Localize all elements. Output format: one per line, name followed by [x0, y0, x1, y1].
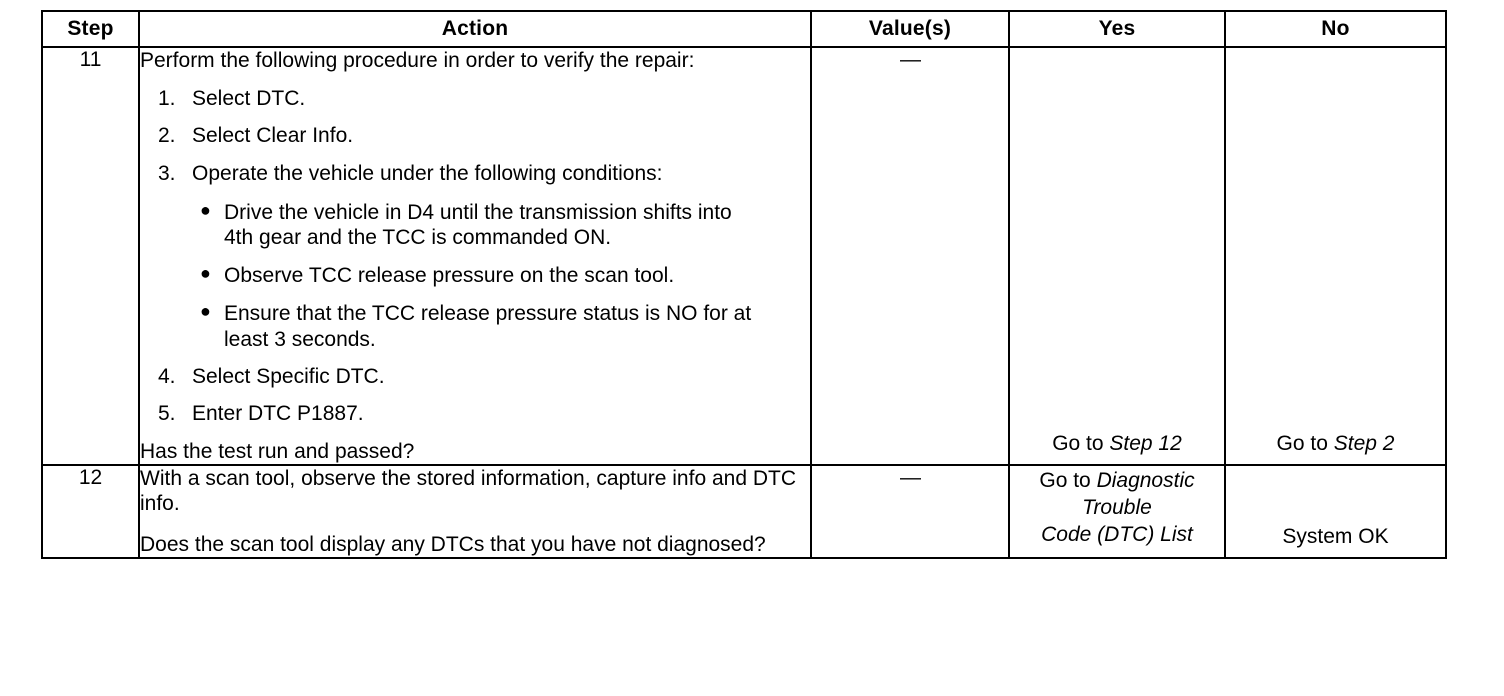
value-cell-step-11: —	[810, 45, 1010, 467]
yes-cell-step-12: Go to Diagnostic Trouble Code (DTC) List	[1008, 464, 1226, 559]
yes-answer-step-12: Go to Diagnostic Trouble Code (DTC) List	[1010, 468, 1224, 549]
goto-prefix: Go to	[1276, 432, 1334, 456]
list-item-number: 2.	[158, 124, 176, 148]
action-cell-step-11: Perform the following procedure in order…	[138, 45, 812, 467]
list-item-text: Observe TCC release pressure on the scan…	[224, 264, 675, 288]
no-cell-step-12: System OK	[1224, 464, 1447, 559]
goto-prefix: Go to	[1039, 469, 1097, 493]
list-item-text: Drive the vehicle in D4 until the transm…	[224, 200, 732, 249]
table-body: 11 Perform the following procedure in or…	[41, 45, 1447, 559]
no-cell-step-11: Go to Step 2	[1224, 45, 1447, 467]
list-item-number: 5.	[158, 401, 176, 425]
list-item-text: Select Specific DTC.	[192, 364, 385, 388]
goto-reference-part: Trouble	[1082, 496, 1152, 520]
numbered-procedure-list: 1. Select DTC. 2. Select Clear Info. 3. …	[140, 86, 810, 426]
list-item-number: 4.	[158, 364, 176, 388]
yes-cell-step-11: Go to Step 12	[1008, 45, 1226, 467]
diagnostic-procedure-table: Step Action Value(s) Yes No 11 Perform t…	[41, 10, 1447, 559]
table-row: 11 Perform the following procedure in or…	[41, 45, 1447, 467]
value-dash: —	[900, 466, 921, 490]
list-item: 2. Select Clear Info.	[140, 123, 810, 148]
step-number-12: 12	[41, 464, 140, 559]
value-cell-step-12: —	[810, 464, 1010, 559]
list-item-number: 3.	[158, 161, 176, 185]
value-dash: —	[900, 48, 921, 71]
list-item: 3. Operate the vehicle under the followi…	[140, 161, 810, 352]
list-item-text: Enter DTC P1887.	[192, 401, 364, 425]
action-question-text: Does the scan tool display any DTCs that…	[140, 532, 766, 556]
column-header-value: Value(s)	[810, 10, 1010, 48]
no-answer-step-12: System OK	[1282, 524, 1389, 548]
table-header: Step Action Value(s) Yes No	[41, 10, 1447, 48]
yes-answer-step-11: Go to Step 12	[1010, 431, 1224, 458]
goto-reference-part: Diagnostic	[1096, 469, 1195, 493]
goto-reference-part: Code (DTC) List	[1041, 522, 1193, 546]
list-item-text: Ensure that the TCC release pressure sta…	[224, 302, 752, 351]
goto-reference: Step 2	[1333, 432, 1395, 456]
list-item-text: Operate the vehicle under the following …	[192, 161, 663, 185]
no-answer-step-11: Go to Step 2	[1226, 431, 1445, 458]
list-item: 4. Select Specific DTC.	[140, 364, 810, 389]
list-item-number: 1.	[158, 87, 176, 111]
column-header-yes: Yes	[1008, 10, 1226, 48]
list-item-text: Select Clear Info.	[192, 124, 354, 148]
goto-prefix: Go to	[1052, 432, 1110, 456]
step-number-11: 11	[41, 45, 140, 467]
action-question-text: Has the test run and passed?	[140, 440, 415, 464]
condition-bullet-list: ● Drive the vehicle in D4 until the tran…	[192, 200, 810, 352]
list-item: ● Ensure that the TCC release pressure s…	[192, 301, 754, 351]
list-item-text: Select DTC.	[192, 87, 306, 111]
table-row: 12 With a scan tool, observe the stored …	[41, 464, 1447, 559]
bullet-icon: ●	[200, 263, 211, 284]
action-lead-text: Perform the following procedure in order…	[140, 49, 695, 72]
goto-line-1: Go to Diagnostic	[1010, 468, 1224, 495]
list-item: 5. Enter DTC P1887.	[140, 401, 810, 426]
bullet-icon: ●	[200, 301, 211, 322]
list-item: ● Observe TCC release pressure on the sc…	[192, 263, 754, 288]
column-header-action: Action	[138, 10, 812, 48]
column-header-step: Step	[41, 10, 140, 48]
list-item: ● Drive the vehicle in D4 until the tran…	[192, 200, 754, 250]
header-row: Step Action Value(s) Yes No	[41, 10, 1447, 48]
list-item: 1. Select DTC.	[140, 86, 810, 111]
column-header-no: No	[1224, 10, 1447, 48]
action-lead-text: With a scan tool, observe the stored inf…	[140, 467, 796, 516]
action-cell-step-12: With a scan tool, observe the stored inf…	[138, 464, 812, 559]
bullet-icon: ●	[200, 199, 211, 220]
goto-reference: Step 12	[1109, 432, 1182, 456]
